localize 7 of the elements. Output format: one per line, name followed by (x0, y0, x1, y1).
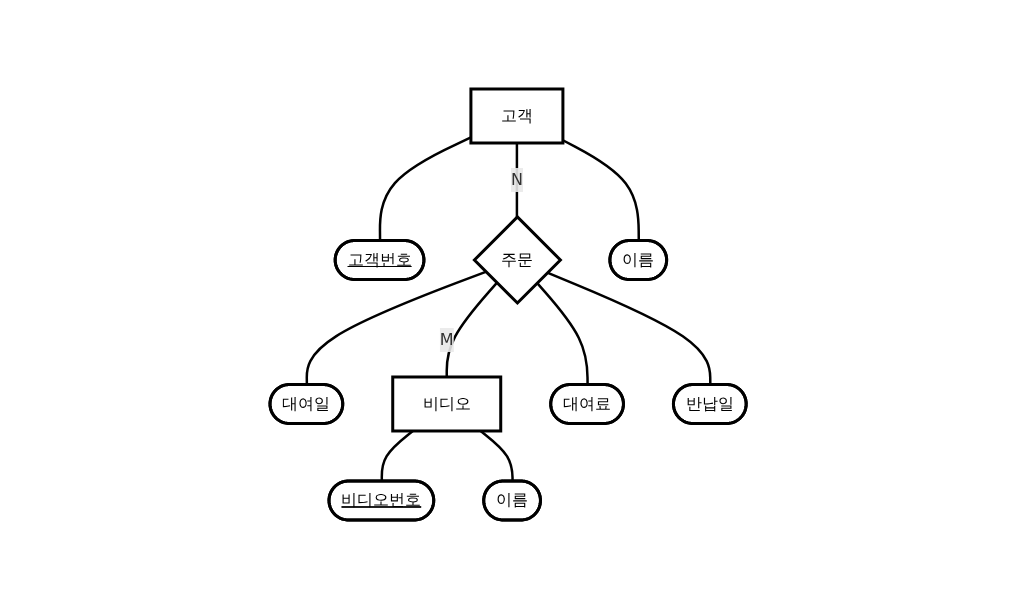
edge-label: M (440, 329, 455, 349)
node-box: 고객 (469, 87, 565, 144)
connector (445, 281, 499, 377)
node-diamond: 주문 (472, 214, 563, 305)
connector (516, 142, 519, 217)
edge-label: N (511, 169, 524, 189)
node-box: 비디오 (391, 375, 503, 432)
